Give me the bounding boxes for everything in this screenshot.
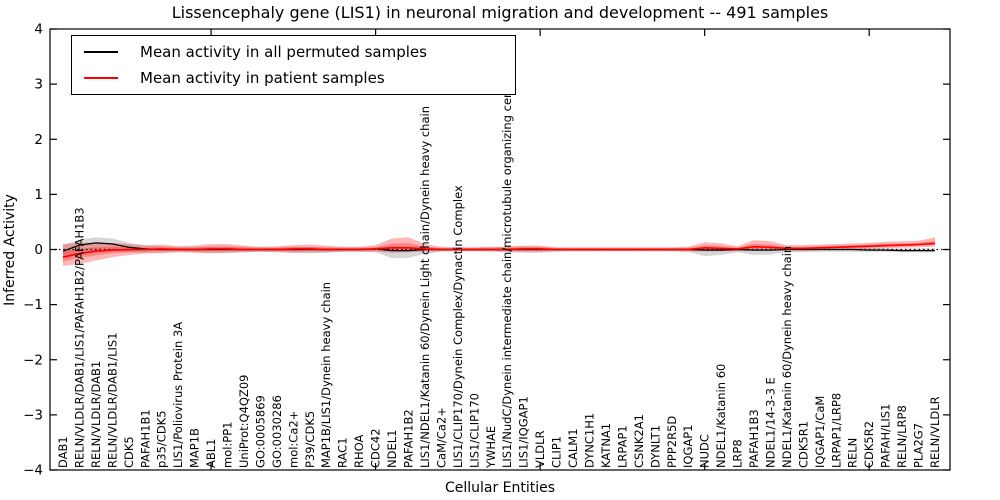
y-tick-label: −4 [23, 463, 43, 479]
y-tick-label: −2 [23, 352, 43, 368]
x-tick-label: IQGAP1 [681, 425, 695, 468]
x-tick-label: CDK5R2 [862, 421, 876, 468]
x-tick-label: NDEL1/Katanin 60/Dynein heavy chain [780, 246, 794, 468]
x-tick-label: CSNK2A1 [632, 414, 646, 468]
x-tick-label: RELN/VLDLR/DAB1 [89, 361, 103, 468]
x-tick-label: NDEL1/Katanin 60 [714, 364, 728, 468]
x-tick-label: CALM1 [566, 428, 580, 468]
x-tick-label: RELN/VLDLR [928, 396, 942, 468]
x-tick-label: PAFAH1B2 [402, 409, 416, 468]
x-tick-label: PPP2R5D [665, 416, 679, 468]
x-tick-label: UniProt:Q4QZ09 [237, 375, 251, 468]
x-tick-label: mol:PP1 [221, 422, 235, 469]
x-tick-label: PLA2G7 [912, 423, 926, 468]
x-tick-label: PAFAH1B3 [747, 409, 761, 468]
x-tick-label: MAP1B [188, 428, 202, 468]
x-axis-label: Cellular Entities [445, 480, 555, 496]
x-tick-label: LIS1/NDEL1/Katanin 60/Dynein Light chain… [418, 106, 432, 468]
legend-label-patient: Mean activity in patient samples [140, 69, 385, 87]
patient-band [63, 237, 935, 266]
x-tick-label: LIS1/CLIP170/Dynein Complex/Dynactin Com… [451, 185, 465, 468]
y-tick-label: 4 [34, 22, 43, 38]
x-tick-label: DYNC1H1 [582, 413, 596, 468]
x-tick-label: RELN/LRP8 [895, 405, 909, 468]
y-axis-label: Inferred Activity [2, 194, 18, 306]
legend: Mean activity in all permuted samples Me… [71, 35, 516, 95]
x-tick-label: LIS1/CLIP170 [467, 393, 481, 468]
legend-item-patient: Mean activity in patient samples [80, 69, 507, 87]
x-tick-label: PAFAH/LIS1 [879, 404, 893, 468]
x-tick-label: GO:0005869 [253, 395, 267, 468]
legend-label-permuted: Mean activity in all permuted samples [140, 43, 427, 61]
x-tick-label: NUDC [698, 434, 712, 468]
x-tick-label: LIS1/IQGAP1 [517, 396, 531, 468]
x-tick-label: P39/CDK5 [303, 411, 317, 468]
permuted-line-sample-icon [84, 51, 118, 53]
x-tick-label: CDK5 [122, 436, 136, 468]
x-tick-label: KATNA1 [599, 423, 613, 468]
x-tick-label: LIS1/Poliovirus Protein 3A [171, 322, 185, 468]
x-tick-label: RELN [846, 438, 860, 468]
y-tick-label: 3 [34, 77, 43, 93]
x-tick-label: CDK5R1 [796, 421, 810, 468]
x-tick-label: GO:0030286 [270, 395, 284, 468]
x-tick-label: DAB1 [56, 436, 70, 468]
x-tick-label: DYNLT1 [648, 425, 662, 468]
x-tick-label: CDC42 [369, 428, 383, 468]
x-tick-label: RELN/VLDLR/DAB1/LIS1/PAFAH1B2/PAFAH1B3 [72, 207, 86, 468]
permuted-band [63, 237, 935, 259]
chart-title: Lissencephaly gene (LIS1) in neuronal mi… [171, 3, 829, 22]
x-tick-label: PAFAH1B1 [138, 409, 152, 468]
x-tick-label: ABL1 [204, 439, 218, 468]
y-tick-label: −3 [23, 407, 43, 423]
x-tick-label: LRP8 [731, 439, 745, 468]
x-tick-label: MAP1B/LIS1/Dynein heavy chain [319, 282, 333, 468]
y-tick-label: 1 [34, 187, 43, 203]
x-tick-label: VLDLR [533, 430, 547, 468]
x-tick-label: LRPAP1 [615, 425, 629, 468]
x-tick-label: IQGAP1/CaM [813, 396, 827, 468]
x-tick-label: RAC1 [336, 437, 350, 468]
x-tick-label: RHOA [352, 435, 366, 468]
y-tick-label: 2 [34, 132, 43, 148]
x-tick-label: LRPAP1/LRP8 [829, 393, 843, 468]
x-tick-label: YWHAE [484, 426, 498, 469]
patient-line-sample-icon [84, 77, 118, 79]
legend-item-permuted: Mean activity in all permuted samples [80, 43, 507, 61]
x-tick-label: CaM/Ca2+ [434, 407, 448, 468]
y-tick-label: −1 [23, 297, 43, 313]
x-tick-label: mol:Ca2+ [286, 411, 300, 468]
series-line-patient [62, 242, 936, 258]
x-tick-label: LIS1/NudC/Dynein intermediate chain/micr… [500, 74, 514, 468]
x-tick-label: NDEL1/14-3-3 E [763, 377, 777, 468]
x-tick-label: p35/CDK5 [155, 410, 169, 468]
y-tick-label: 0 [34, 242, 43, 258]
x-tick-label: NDEL1 [385, 430, 399, 468]
x-tick-label: RELN/VLDLR/DAB1/LIS1 [105, 332, 119, 468]
x-tick-label: CLIP1 [550, 436, 564, 468]
